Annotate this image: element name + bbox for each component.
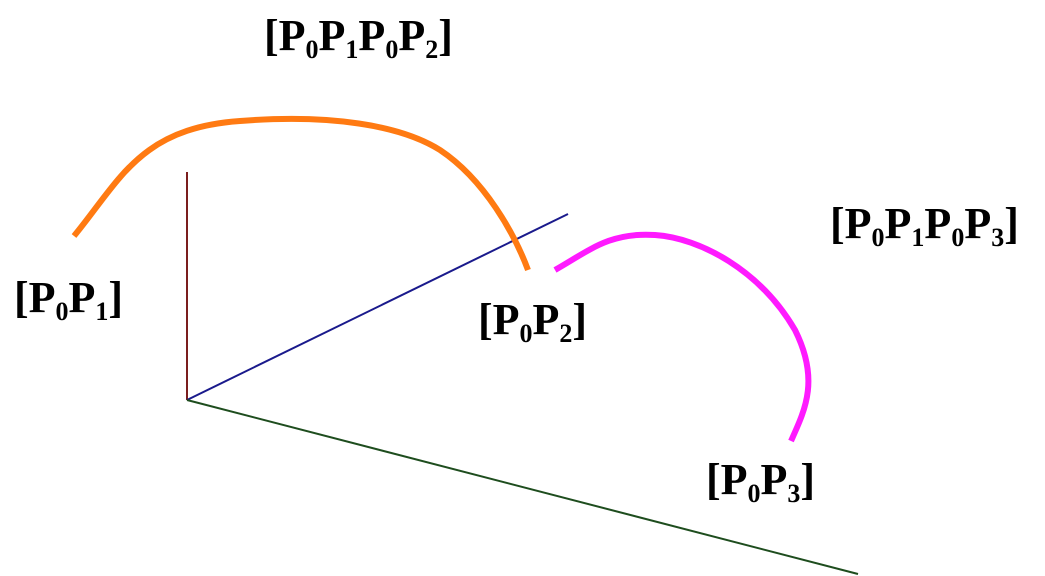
label-text: ] <box>572 295 588 344</box>
label-subscript: 3 <box>787 479 801 508</box>
label-text: ] <box>1004 199 1019 248</box>
label-text: P <box>68 273 96 322</box>
axis-diagonal <box>186 213 569 401</box>
axis-horizontal <box>186 399 859 575</box>
label-p0p3: [P0P3] <box>706 455 816 507</box>
label-text: P <box>358 11 386 60</box>
label-text: ] <box>800 455 816 504</box>
arc-p0p1-to-p0p2 <box>71 115 531 272</box>
label-subscript: 2 <box>425 35 439 64</box>
label-p0p1: [P0P1] <box>14 273 124 325</box>
label-text: ] <box>108 273 124 322</box>
label-subscript: 0 <box>871 223 885 252</box>
label-p0p1p0p3: [P0P1P0P3] <box>830 199 1019 251</box>
label-text: ] <box>438 11 453 60</box>
label-text: [P <box>478 295 520 344</box>
label-subscript: 1 <box>911 223 925 252</box>
label-subscript: 2 <box>559 319 573 348</box>
label-text: [P <box>830 199 872 248</box>
label-subscript: 3 <box>991 223 1005 252</box>
label-text: P <box>964 199 992 248</box>
label-p0p1p0p2: [P0P1P0P2] <box>264 11 453 63</box>
label-text: P <box>924 199 952 248</box>
label-subscript: 0 <box>519 319 533 348</box>
label-text: P <box>760 455 788 504</box>
label-subscript: 0 <box>55 297 69 326</box>
label-text: [P <box>14 273 56 322</box>
label-text: [P <box>706 455 748 504</box>
label-text: P <box>532 295 560 344</box>
label-subscript: 0 <box>305 35 319 64</box>
label-text: P <box>398 11 426 60</box>
label-text: P <box>884 199 912 248</box>
label-text: P <box>318 11 346 60</box>
arc-p0p2-to-p0p3 <box>553 231 812 443</box>
label-subscript: 0 <box>951 223 965 252</box>
label-subscript: 1 <box>95 297 109 326</box>
label-p0p2: [P0P2] <box>478 295 588 347</box>
label-text: [P <box>264 11 306 60</box>
label-subscript: 0 <box>385 35 399 64</box>
label-subscript: 0 <box>747 479 761 508</box>
label-subscript: 1 <box>345 35 359 64</box>
